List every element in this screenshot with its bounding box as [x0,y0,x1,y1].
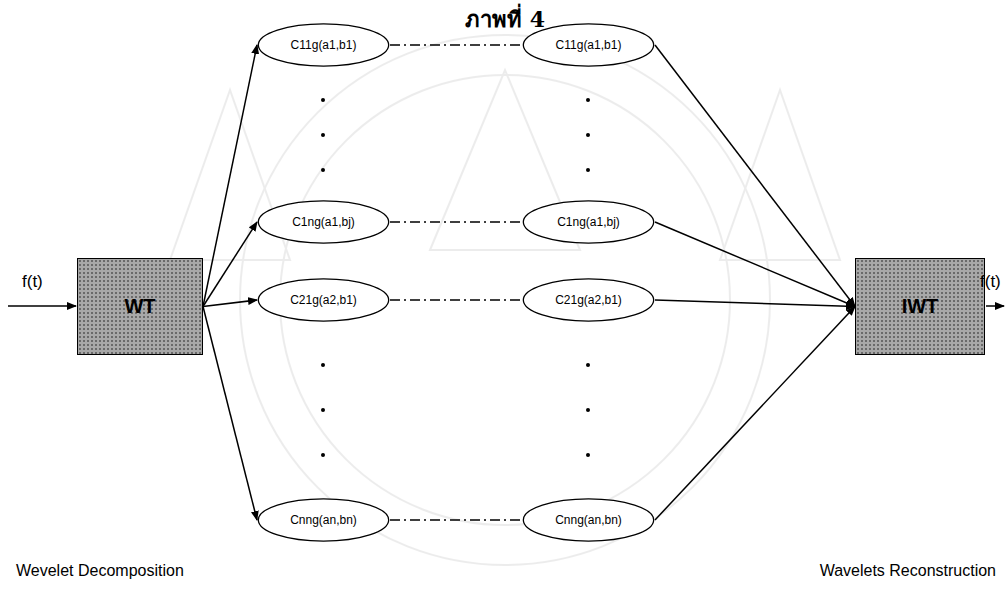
signal-label: f(t) [22,272,43,292]
dash-dot-link [390,299,522,301]
coefficient-ellipse: Cnng(an,bn) [522,498,655,542]
coefficient-label: C1ng(a1,bj) [292,215,355,229]
box-label: IWT [902,295,939,318]
flow-arrow [203,222,257,307]
coefficient-ellipse: C1ng(a1,bj) [522,200,655,244]
flow-arrow [655,300,855,307]
coefficient-ellipse: Cnng(an,bn) [257,498,390,542]
transform-box: IWT [855,258,985,355]
coefficient-label: C11g(a1,b1) [291,38,357,52]
dash-dot-link [390,221,522,223]
coefficient-label: C1ng(a1,bj) [557,215,620,229]
flow-arrow [203,45,257,307]
seal-watermark [170,35,840,565]
output-arrow [986,305,1004,307]
section-label: Wavelets Reconstruction [820,562,996,580]
box-label: WT [124,295,155,318]
coefficient-ellipse: C1ng(a1,bj) [257,200,390,244]
coefficient-label: C21g(a2,b1) [290,293,357,307]
flow-arrow [655,45,855,307]
signal-label: f(t) [980,272,1001,292]
figure-title: ภาพที่ 4 [465,2,545,37]
dash-dot-link [390,519,522,521]
coefficient-ellipse: C21g(a2,b1) [257,278,390,322]
input-arrow [8,305,76,307]
coefficient-label: C21g(a2,b1) [555,293,622,307]
dash-dot-link [390,44,522,46]
transform-box: WT [77,258,203,355]
flow-arrow [203,307,257,521]
flow-arrow [203,300,257,307]
coefficient-ellipse: C21g(a2,b1) [522,278,655,322]
coefficient-ellipse: C11g(a1,b1) [257,23,390,67]
section-label: Wevelet Decomposition [16,562,184,580]
coefficient-label: Cnng(an,bn) [290,513,357,527]
coefficient-label: Cnng(an,bn) [555,513,622,527]
continuation-dots [321,98,590,457]
coefficient-label: C11g(a1,b1) [556,38,622,52]
flow-arrow [655,307,855,521]
flow-arrow [655,222,855,307]
